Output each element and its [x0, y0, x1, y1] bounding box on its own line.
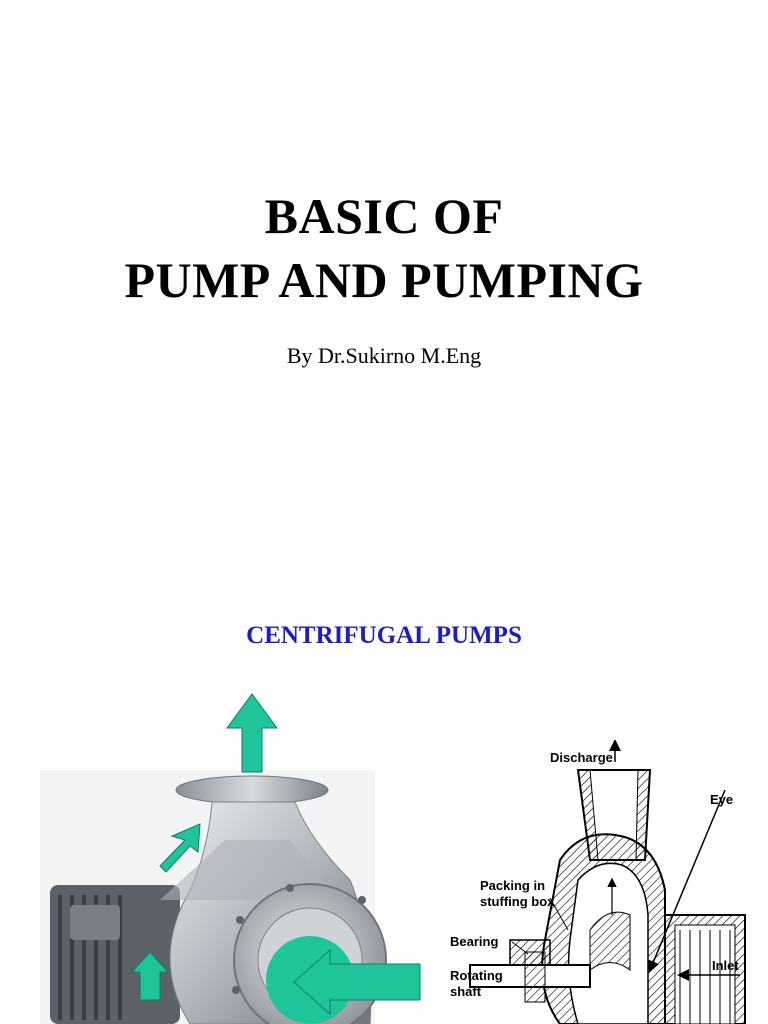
author-line: By Dr.Sukirno M.Eng — [286, 343, 482, 368]
pump-casing — [160, 775, 387, 1024]
flow-arrows — [130, 693, 421, 1016]
label-bearing: Bearing — [450, 934, 498, 949]
label-packing-line2: stuffing box — [480, 894, 555, 909]
slide-title-line-2: PUMP AND PUMPING — [124, 252, 644, 308]
label-inlet: Inlet — [712, 958, 739, 973]
internal-arrow-diagonal — [159, 823, 201, 873]
slide-title: BASIC OF PUMP AND PUMPING — [0, 184, 768, 312]
suction-arrow-left — [293, 948, 421, 1016]
label-packing-line1: Packing in — [480, 878, 545, 893]
label-rotating-line2: shaft — [450, 984, 482, 999]
internal-arrow-up — [130, 951, 170, 1001]
label-eye: Eye — [710, 792, 733, 807]
motor-body — [50, 885, 180, 1024]
pump-photo — [40, 693, 421, 1024]
section-title: CENTRIFUGAL PUMPS — [246, 622, 522, 649]
label-rotating-line1: Rotating — [450, 968, 503, 983]
pump-cross-section-diagram: Discharge Eye Packing in stuffing box Be… — [450, 740, 746, 1024]
slide-title-line-1: BASIC OF — [264, 188, 504, 244]
discharge-arrow-up — [226, 693, 278, 773]
label-discharge: Discharge — [550, 750, 613, 765]
